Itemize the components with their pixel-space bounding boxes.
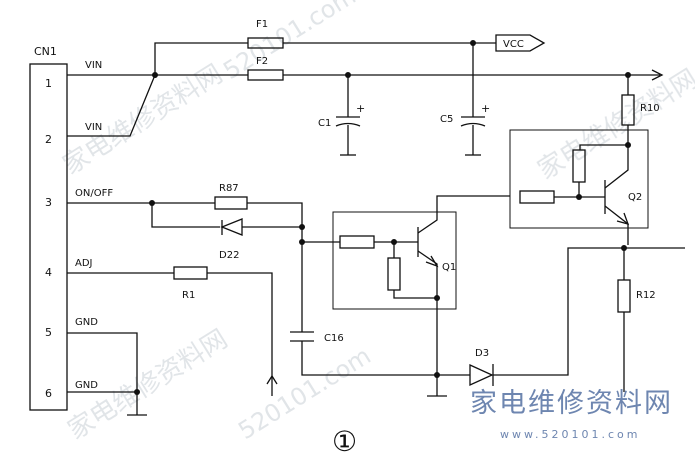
capacitor-c5: + C5 bbox=[440, 43, 490, 156]
net-label-pin5: GND bbox=[75, 317, 98, 328]
pin-1-number: 1 bbox=[45, 77, 52, 90]
pin-3-number: 3 bbox=[45, 196, 52, 209]
ground-network bbox=[67, 332, 147, 416]
brand-watermark: 家电维修资料网 www.520101.com bbox=[470, 388, 673, 441]
f1-label: F1 bbox=[256, 19, 268, 30]
on-off-network: R87 D22 bbox=[67, 183, 305, 261]
figure-number: ① bbox=[332, 425, 357, 458]
vcc-text: VCC bbox=[503, 39, 524, 50]
net-label-pin1: VIN bbox=[85, 60, 102, 71]
pin-5-number: 5 bbox=[45, 326, 52, 339]
r12-label: R12 bbox=[636, 290, 656, 301]
r87-label: R87 bbox=[219, 183, 239, 194]
resistor-r12: R12 bbox=[617, 245, 685, 392]
transistor-q1: Q1 bbox=[302, 195, 510, 375]
resistor-r10: R10 bbox=[621, 72, 660, 150]
pin-6-number: 6 bbox=[45, 387, 52, 400]
watermark-brand-1: 家电维修资料网 bbox=[58, 59, 228, 181]
connector-name: CN1 bbox=[34, 45, 57, 58]
q2-label: Q2 bbox=[628, 192, 642, 203]
capacitor-c16: C16 bbox=[290, 242, 470, 397]
c5-plus-sign: + bbox=[481, 102, 490, 115]
brand-watermark-text: 家电维修资料网 bbox=[470, 388, 673, 419]
background-watermarks: 家电维修资料网 520101.com 家电维修资料网 520101.com 家电… bbox=[58, 0, 695, 446]
net-label-pin2: VIN bbox=[85, 122, 102, 133]
net-label-pin4: ADJ bbox=[75, 258, 93, 269]
fuse-f2: F2 bbox=[247, 56, 284, 81]
q2-module-box bbox=[509, 129, 649, 229]
r10-label: R10 bbox=[640, 103, 660, 114]
fuse-f1: F1 bbox=[247, 19, 284, 49]
connector-body bbox=[29, 63, 68, 411]
net-label-pin6: GND bbox=[75, 380, 98, 391]
r1-label: R1 bbox=[182, 290, 195, 301]
resistor-r1: R1 bbox=[67, 266, 278, 396]
transistor-q2: Q2 bbox=[519, 142, 642, 245]
diode-d3: D3 bbox=[469, 247, 624, 387]
vcc-net-label: VCC bbox=[495, 34, 546, 52]
c16-label: C16 bbox=[324, 333, 344, 344]
net-label-pin3: ON/OFF bbox=[75, 188, 113, 199]
d22-label: D22 bbox=[219, 250, 239, 261]
pin-4-number: 4 bbox=[45, 266, 52, 279]
brand-watermark-url: www.520101.com bbox=[500, 428, 640, 441]
f2-label: F2 bbox=[256, 56, 268, 67]
watermark-brand-3: 家电维修资料网 bbox=[533, 64, 695, 186]
c1-label: C1 bbox=[318, 118, 331, 129]
capacitor-c1: + C1 bbox=[318, 72, 365, 156]
connector-cn1: CN1 1 2 3 4 5 6 bbox=[29, 45, 68, 411]
pin-2-number: 2 bbox=[45, 133, 52, 146]
q1-label: Q1 bbox=[442, 262, 456, 273]
c5-label: C5 bbox=[440, 114, 453, 125]
c1-plus-sign: + bbox=[356, 102, 365, 115]
q1-module-box bbox=[332, 211, 457, 310]
d3-label: D3 bbox=[475, 348, 489, 359]
